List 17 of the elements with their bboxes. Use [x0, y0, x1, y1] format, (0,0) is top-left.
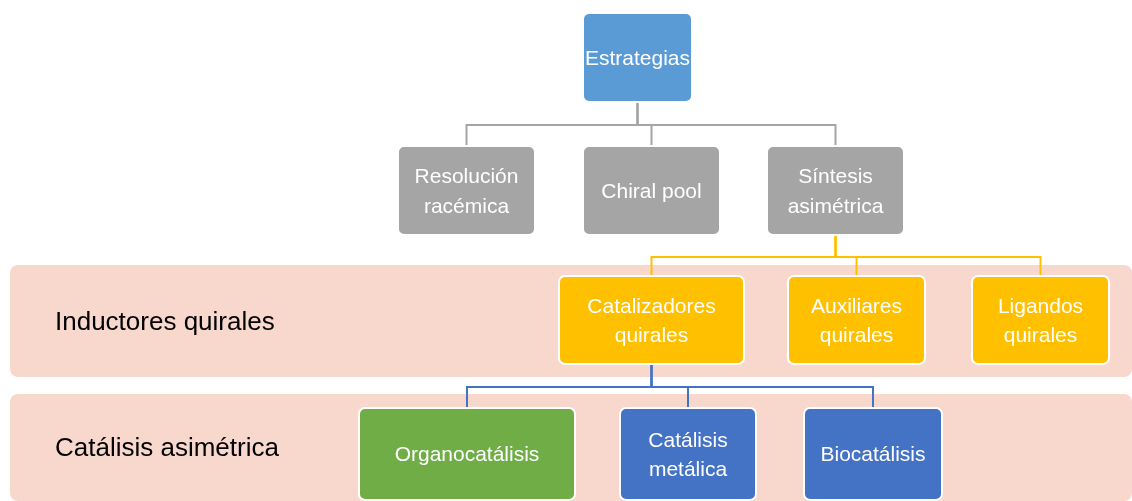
band-background: [10, 265, 1132, 377]
category-box: Organocatálisis: [358, 407, 576, 501]
category-box: Catalizadores quirales: [558, 275, 745, 365]
category-box: Resolución racémica: [397, 145, 536, 236]
category-box: Estrategias: [582, 12, 693, 103]
connector-line: [650, 364, 874, 408]
category-box: Catálisis metálica: [619, 407, 757, 501]
category-box: Síntesis asimétrica: [766, 145, 905, 236]
connector-line: [636, 102, 837, 146]
category-box: Chiral pool: [582, 145, 721, 236]
band-background: [10, 394, 1132, 501]
connector-line: [834, 235, 1042, 276]
band-label: Catálisis asimétrica: [55, 432, 279, 463]
band-label: Inductores quirales: [55, 305, 275, 337]
category-box: Ligandos quirales: [971, 275, 1110, 365]
category-box: Auxiliares quirales: [787, 275, 926, 365]
category-box: Biocatálisis: [803, 407, 943, 501]
